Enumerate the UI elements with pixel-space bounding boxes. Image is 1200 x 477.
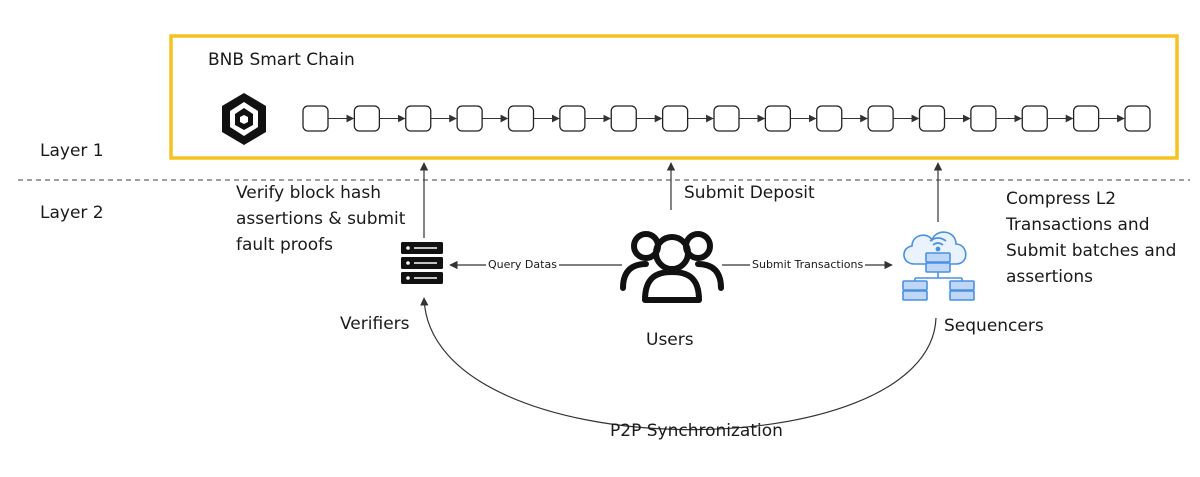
- chain-block: [559, 105, 586, 132]
- chain-block: [1021, 105, 1048, 132]
- sequencers-note-line2: Transactions and: [1006, 215, 1150, 235]
- chain-title: BNB Smart Chain: [208, 50, 355, 70]
- chain-block: [507, 105, 535, 132]
- chain-block: [1072, 105, 1100, 132]
- chain-block: [353, 105, 381, 132]
- user-group-icon: [620, 231, 724, 303]
- p2p-sync-label: P2P Synchronization: [610, 421, 783, 441]
- verifiers-note-line1: Verify block hash: [236, 183, 381, 203]
- layer1-label: Layer 1: [40, 141, 104, 161]
- chain-block: [610, 105, 637, 132]
- chain-block: [764, 105, 792, 132]
- server-stack-icon: [401, 242, 443, 284]
- sequencers-note-line4: assertions: [1006, 267, 1094, 287]
- chain-block: [816, 105, 843, 132]
- layer2-label: Layer 2: [40, 203, 104, 223]
- chain-block: [918, 105, 946, 132]
- verifiers-note-line3: fault proofs: [236, 235, 334, 255]
- submit-deposit-label: Submit Deposit: [684, 183, 815, 203]
- query-datas-label: Query Datas: [486, 258, 559, 272]
- chain-block: [867, 105, 894, 132]
- chain-block: [970, 105, 997, 132]
- sequencers-note-line1: Compress L2: [1006, 189, 1117, 209]
- cloud-network-icon: [902, 231, 975, 301]
- p2p-sync-curve: [420, 297, 937, 431]
- submit-transactions-label: Submit Transactions: [750, 258, 866, 272]
- chain-block: [661, 105, 689, 132]
- bnb-logo-icon: [222, 93, 266, 145]
- chain-block: [713, 105, 740, 132]
- verifiers-note-line2: assertions & submit: [236, 209, 406, 229]
- verifiers-label: Verifiers: [340, 314, 410, 334]
- sequencers-label: Sequencers: [944, 316, 1044, 336]
- bnb-chain-box: [169, 34, 1179, 160]
- users-label: Users: [646, 330, 694, 350]
- chain-block: [302, 105, 329, 132]
- sequencers-note-line3: Submit batches and: [1006, 241, 1177, 261]
- chain-block: [405, 105, 432, 132]
- chain-block: [1124, 105, 1151, 132]
- chain-blocks: [302, 105, 1151, 132]
- chain-block: [456, 105, 483, 132]
